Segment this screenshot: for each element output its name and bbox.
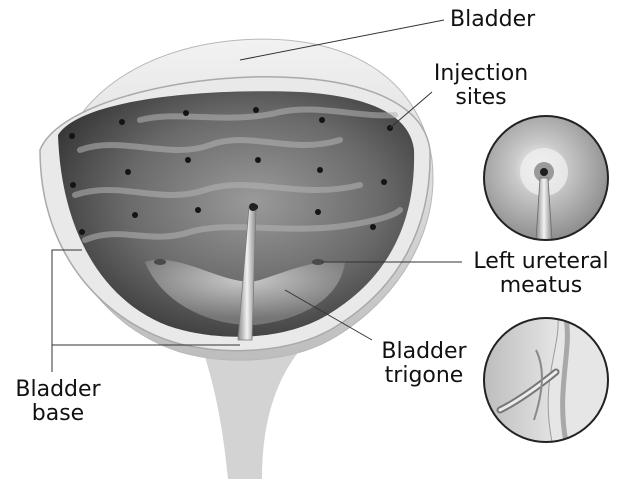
label-trigone-line1: Bladder [374,340,474,364]
label-trigone-line2: trigone [374,364,474,388]
wall-injection-closeup-icon [484,318,620,442]
label-ureter-line1: Left ureteral [466,250,616,274]
label-base-line1: Bladder [8,378,108,402]
label-injection-line2: sites [420,86,542,110]
label-injection-sites: Injection sites [420,62,542,110]
right-ureteral-orifice [154,259,166,265]
label-bladder-text: Bladder [450,7,535,32]
label-base-line2: base [8,402,108,426]
urethra [203,350,300,479]
label-bladder: Bladder [450,8,535,32]
needle-tip [249,203,257,211]
label-injection-line1: Injection [420,62,542,86]
label-ureter-line2: meatus [466,274,616,298]
label-bladder-base: Bladder base [8,378,108,426]
label-bladder-trigone: Bladder trigone [374,340,474,388]
label-left-ureteral-meatus: Left ureteral meatus [466,250,616,298]
needle-closeup-icon [484,116,608,240]
